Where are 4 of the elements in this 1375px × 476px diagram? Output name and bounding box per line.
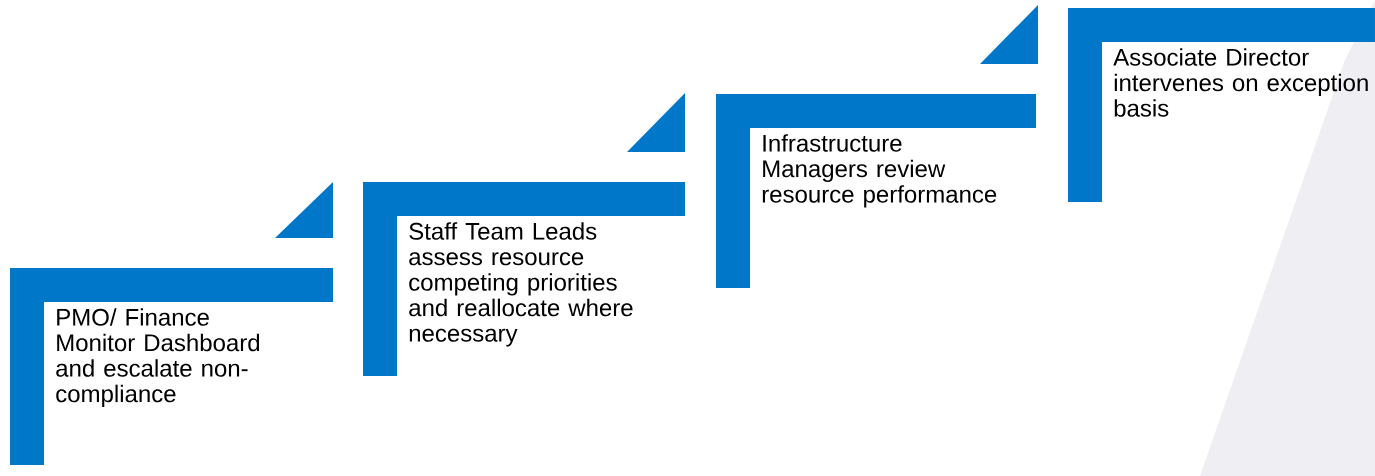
step-bracket: Staff Team Leads assess resource competing priorities and reallocate where necessary bbox=[363, 182, 685, 376]
step-bracket: Infrastructure Managers review resource performance bbox=[716, 94, 1036, 288]
step-bracket: Associate Director intervenes on exception basis bbox=[1068, 8, 1375, 202]
step-bracket: PMO/ Finance Monitor Dashboard and escalate non-compliance bbox=[10, 268, 333, 465]
